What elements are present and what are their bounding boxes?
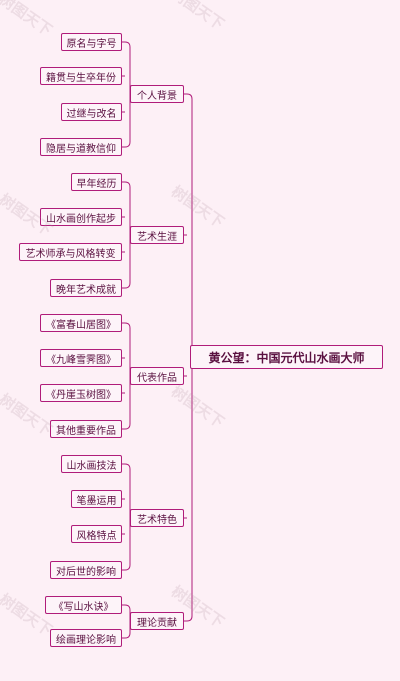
leaf-label: 《富春山居图》 bbox=[46, 319, 116, 331]
branch-connector bbox=[122, 41, 131, 148]
leaf-label: 《写山水诀》 bbox=[53, 601, 114, 613]
branch-label: 个人背景 bbox=[137, 90, 177, 102]
leaf-node[interactable]: 笔墨运用 bbox=[71, 490, 122, 508]
branch-node[interactable]: 代表作品 bbox=[130, 367, 184, 385]
leaf-node[interactable]: 《丹崖玉树图》 bbox=[40, 384, 122, 402]
leaf-label: 笔墨运用 bbox=[76, 495, 117, 507]
branch-label: 艺术生涯 bbox=[137, 231, 177, 243]
branch-node[interactable]: 理论贡献 bbox=[130, 612, 184, 630]
leaf-label: 《九峰雪霁图》 bbox=[46, 354, 116, 366]
leaf-label: 《丹崖玉树图》 bbox=[46, 389, 116, 401]
leaf-label: 隐居与道教信仰 bbox=[46, 143, 116, 155]
branch-node[interactable]: 艺术特色 bbox=[130, 509, 184, 527]
leaf-node[interactable]: 对后世的影响 bbox=[50, 561, 122, 579]
branch-connector bbox=[122, 322, 131, 430]
branch-connector bbox=[122, 181, 131, 289]
leaf-node[interactable]: 隐居与道教信仰 bbox=[40, 138, 122, 156]
leaf-label: 对后世的影响 bbox=[56, 566, 116, 578]
leaf-label: 过继与改名 bbox=[66, 108, 117, 120]
leaf-label: 山水画创作起步 bbox=[46, 213, 116, 225]
leaf-label: 晚年艺术成就 bbox=[56, 284, 116, 296]
root-label: 黄公望：中国元代山水画大师 bbox=[208, 350, 365, 365]
leaf-node[interactable]: 晚年艺术成就 bbox=[50, 279, 122, 297]
branch-connector bbox=[122, 463, 131, 571]
leaf-node[interactable]: 早年经历 bbox=[71, 173, 122, 191]
leaf-node[interactable]: 风格特点 bbox=[71, 525, 122, 543]
leaf-label: 原名与字号 bbox=[66, 38, 117, 50]
branch-node[interactable]: 艺术生涯 bbox=[130, 226, 184, 244]
leaf-label: 其他重要作品 bbox=[56, 425, 116, 437]
leaf-label: 籍贯与生卒年份 bbox=[46, 72, 116, 84]
leaf-label: 风格特点 bbox=[76, 530, 117, 542]
leaf-node[interactable]: 《九峰雪霁图》 bbox=[40, 349, 122, 367]
leaf-label: 绘画理论影响 bbox=[56, 634, 116, 646]
branch-node[interactable]: 个人背景 bbox=[130, 85, 184, 103]
branch-label: 代表作品 bbox=[137, 372, 177, 384]
branch-label: 艺术特色 bbox=[137, 514, 177, 526]
branch-connector bbox=[122, 604, 131, 639]
leaf-label: 早年经历 bbox=[76, 178, 117, 190]
leaf-node[interactable]: 艺术师承与风格转变 bbox=[19, 243, 122, 261]
root-node[interactable]: 黄公望：中国元代山水画大师 bbox=[190, 345, 383, 369]
leaf-node[interactable]: 其他重要作品 bbox=[50, 420, 122, 438]
leaf-node[interactable]: 《富春山居图》 bbox=[40, 314, 122, 332]
leaf-node[interactable]: 籍贯与生卒年份 bbox=[40, 67, 122, 85]
branch-label: 理论贡献 bbox=[137, 617, 177, 629]
leaf-label: 山水画技法 bbox=[66, 460, 117, 472]
leaf-node[interactable]: 过继与改名 bbox=[61, 103, 122, 121]
leaf-node[interactable]: 山水画创作起步 bbox=[40, 208, 122, 226]
leaf-node[interactable]: 《写山水诀》 bbox=[45, 596, 122, 614]
leaf-node[interactable]: 山水画技法 bbox=[61, 455, 122, 473]
leaf-node[interactable]: 原名与字号 bbox=[61, 33, 122, 51]
leaf-node[interactable]: 绘画理论影响 bbox=[50, 629, 122, 647]
leaf-label: 艺术师承与风格转变 bbox=[25, 248, 116, 260]
